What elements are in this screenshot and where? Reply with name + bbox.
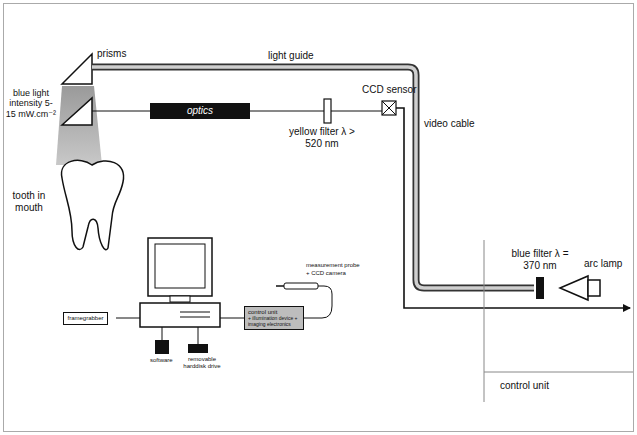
framegrabber-box: framegrabber xyxy=(63,312,108,325)
part-label: tooth in mouth xyxy=(6,190,52,213)
control-wire xyxy=(220,318,244,319)
probe-tip xyxy=(276,285,284,287)
video-cable xyxy=(396,108,630,308)
ccd-sensor xyxy=(382,101,396,115)
part-label: light guide xyxy=(268,50,314,62)
small-label: + CCD camera xyxy=(306,270,346,277)
probe-cable xyxy=(304,286,332,318)
prism xyxy=(62,98,92,125)
node-body: + illumination device + imaging electron… xyxy=(248,316,300,328)
light-guide xyxy=(92,67,534,288)
small-label: measurement probe xyxy=(306,262,360,269)
drive-slot xyxy=(180,317,210,318)
drive-slot xyxy=(180,312,210,313)
note-label: blue light intensity 5-15 mW.cm⁻² xyxy=(5,88,57,119)
software-wire xyxy=(162,327,163,340)
tooth xyxy=(62,160,124,249)
light-guide-core xyxy=(92,67,534,288)
part-label: yellow filter λ > 520 nm xyxy=(286,126,358,149)
part-label: blue filter λ = 370 nm xyxy=(502,248,578,271)
measurement-probe xyxy=(284,283,318,289)
node-title: framegrabber xyxy=(67,315,104,322)
arc-lamp-base xyxy=(588,280,600,296)
monitor xyxy=(148,238,212,296)
part-label: prisms xyxy=(97,48,126,60)
frame xyxy=(4,4,634,432)
screen xyxy=(155,244,205,288)
node-title: optics xyxy=(153,105,247,117)
blue-filter xyxy=(536,277,544,299)
control-unit-boundary xyxy=(484,240,633,402)
control-unit-box: control unit+ illumination device + imag… xyxy=(244,306,304,330)
pc-case xyxy=(140,303,220,327)
removable-drive xyxy=(188,344,208,353)
optics-bar: optics xyxy=(150,103,250,119)
part-label: arc lamp xyxy=(584,258,622,270)
framegrabber-wire xyxy=(116,318,140,319)
light-beam xyxy=(56,86,102,165)
software-disk xyxy=(155,340,169,354)
monitor-stand xyxy=(170,296,190,302)
region-label: control unit xyxy=(500,380,549,392)
ccd-cross xyxy=(382,101,396,115)
small-label: software xyxy=(150,357,173,364)
node-title: control unit xyxy=(248,309,300,316)
small-label: removable harddisk drive xyxy=(180,356,224,370)
part-label: CCD sensor xyxy=(362,84,416,96)
arc-lamp xyxy=(560,276,588,300)
drive-wire xyxy=(198,327,199,344)
prism xyxy=(62,54,92,84)
part-label: video cable xyxy=(424,118,475,130)
yellow-filter xyxy=(324,99,331,123)
